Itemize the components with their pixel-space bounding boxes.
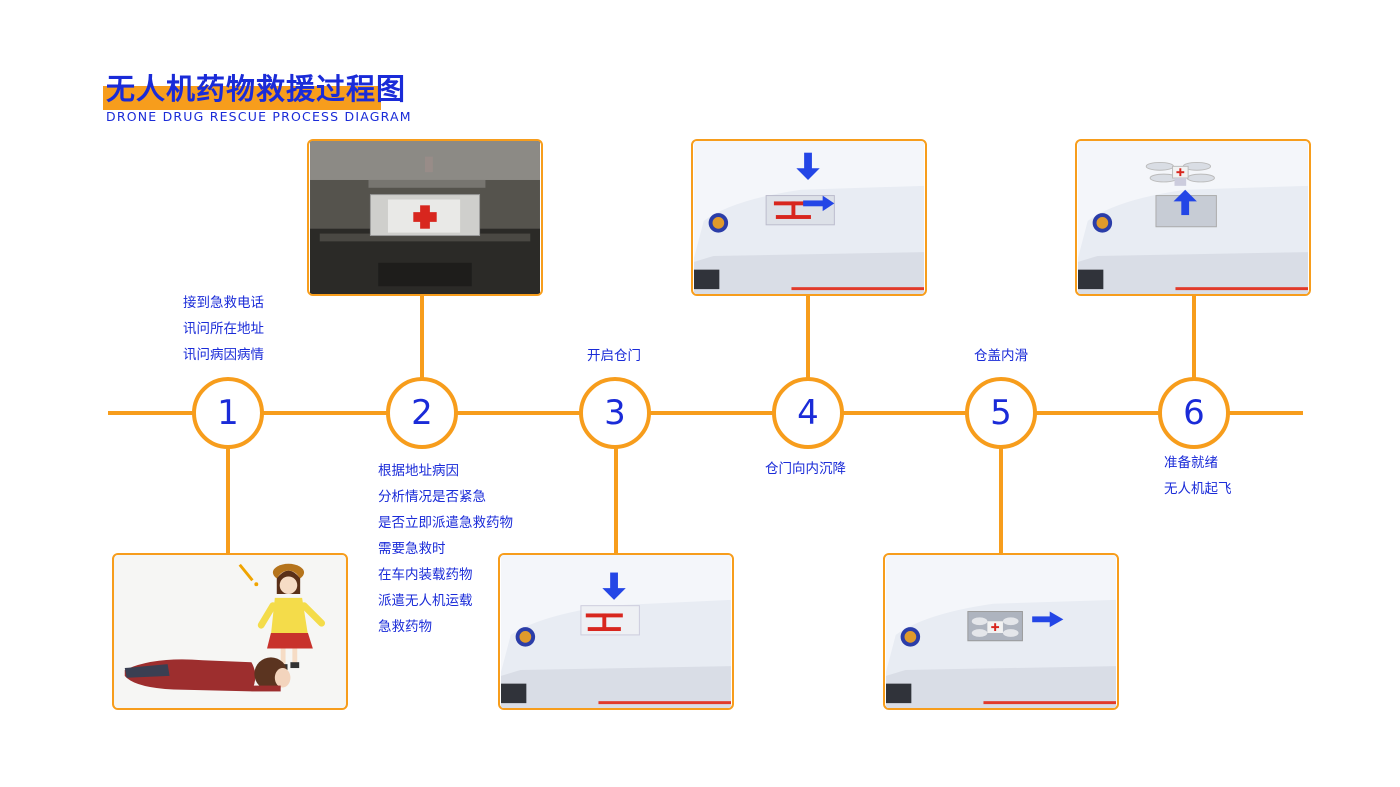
ambulance-roof-image-6 (1078, 141, 1308, 294)
connector-5 (999, 446, 1003, 554)
hatch-sinking-card (691, 139, 927, 296)
scene-illustration-card (112, 553, 348, 710)
ambulance-roof-image-5 (886, 555, 1116, 708)
step-4-line: 仓门向内沉降 (765, 461, 846, 477)
title-highlight-bar (103, 86, 381, 110)
step-2-text: 根据地址病因 分析情况是否紧急 是否立即派遣急救药物 需要急救时 在车内装载药物… (378, 458, 513, 640)
step-1-text: 接到急救电话 讯问所在地址 讯问病因病情 (183, 290, 264, 368)
ambulance-roof-image-4 (694, 141, 924, 294)
step-2-line: 分析情况是否紧急 (378, 489, 486, 505)
medicine-box-image (310, 141, 540, 294)
medicine-box-card (307, 139, 543, 296)
step-2-line: 派遣无人机运载 (378, 593, 473, 609)
step-number: 5 (990, 393, 1012, 433)
step-number: 2 (411, 393, 433, 433)
timeline-axis (108, 411, 1303, 415)
connector-4 (806, 294, 810, 378)
step-4-text: 仓门向内沉降 (765, 456, 846, 482)
step-2-line: 急救药物 (378, 619, 432, 635)
step-6-text: 准备就绪 无人机起飞 (1164, 450, 1232, 502)
step-number: 3 (604, 393, 626, 433)
step-1-line: 接到急救电话 (183, 295, 264, 311)
step-number: 4 (797, 393, 819, 433)
connector-2 (420, 294, 424, 378)
connector-3 (614, 446, 618, 554)
step-5-line: 仓盖内滑 (974, 348, 1028, 364)
step-5-text: 仓盖内滑 (974, 343, 1028, 369)
step-node-5: 5 (965, 377, 1037, 449)
step-node-1: 1 (192, 377, 264, 449)
emergency-scene-image (115, 555, 345, 708)
step-6-line: 无人机起飞 (1164, 481, 1232, 497)
step-number: 6 (1183, 393, 1205, 433)
step-3-line: 开启仓门 (587, 348, 641, 364)
step-node-2: 2 (386, 377, 458, 449)
diagram-title: 无人机药物救援过程图 (106, 72, 407, 106)
ambulance-roof-image-3 (501, 555, 731, 708)
step-node-3: 3 (579, 377, 651, 449)
connector-1 (226, 446, 230, 554)
step-2-line: 根据地址病因 (378, 463, 459, 479)
step-3-text: 开启仓门 (587, 343, 641, 369)
step-1-line: 讯问病因病情 (183, 347, 264, 363)
drone-takeoff-card (1075, 139, 1311, 296)
step-node-4: 4 (772, 377, 844, 449)
step-node-6: 6 (1158, 377, 1230, 449)
connector-6 (1192, 294, 1196, 378)
step-2-line: 需要急救时 (378, 541, 446, 557)
step-2-line: 在车内装载药物 (378, 567, 473, 583)
step-6-line: 准备就绪 (1164, 455, 1218, 471)
step-1-line: 讯问所在地址 (183, 321, 264, 337)
diagram-subtitle: DRONE DRUG RESCUE PROCESS DIAGRAM (106, 109, 412, 124)
step-number: 1 (217, 393, 239, 433)
step-2-line: 是否立即派遣急救药物 (378, 515, 513, 531)
roof-hatch-open-card (498, 553, 734, 710)
cover-sliding-card (883, 553, 1119, 710)
